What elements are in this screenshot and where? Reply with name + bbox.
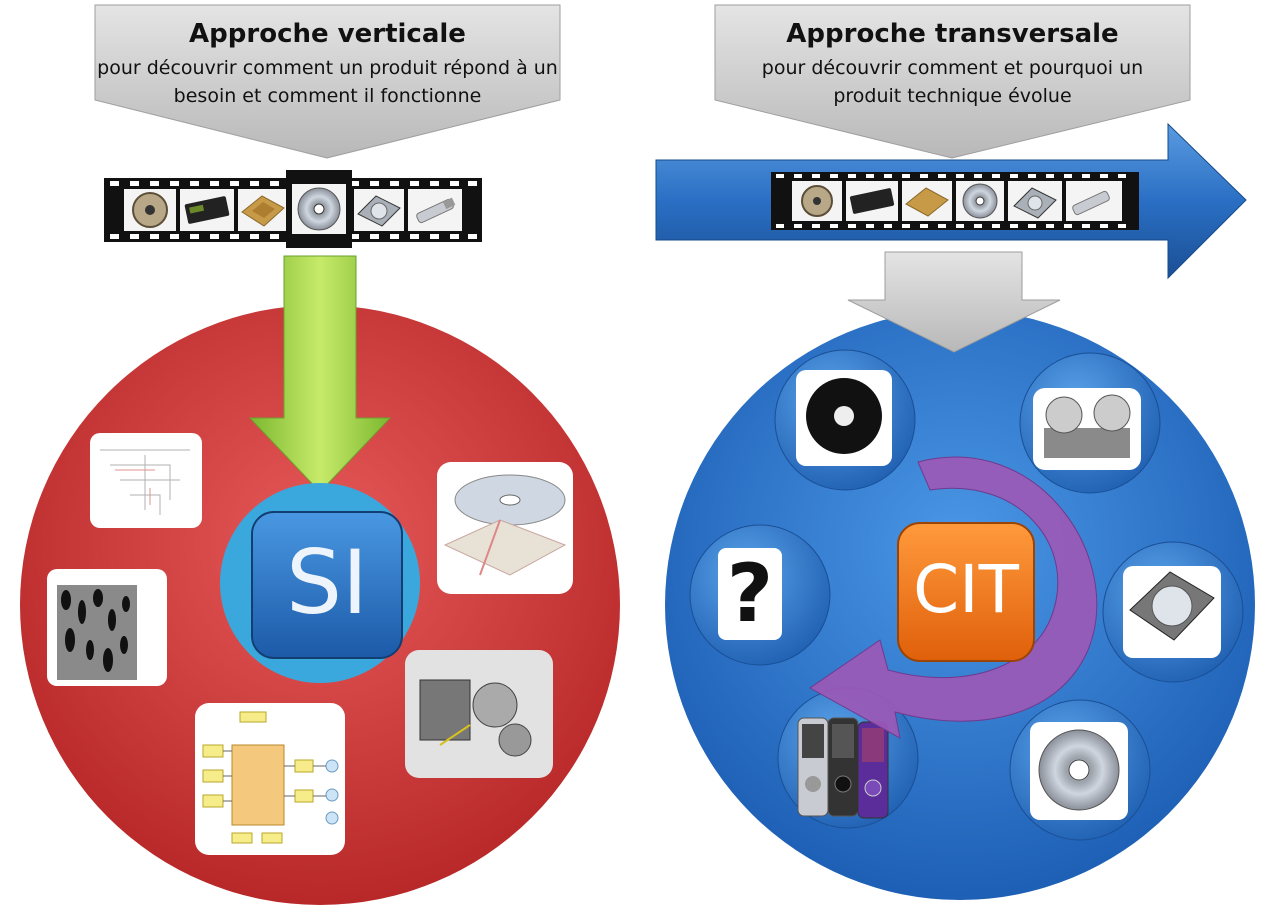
left-panel (20, 4, 620, 905)
usb-stick-icon (1072, 190, 1110, 216)
memory-card-icon (184, 196, 230, 224)
left-filmstrip (104, 170, 482, 248)
right-subtitle-line2: produit technique évolue (833, 85, 1072, 107)
cd-disc-icon (962, 183, 998, 219)
cit-hub-tile (897, 522, 1035, 662)
right-filmstrip (771, 172, 1139, 230)
si-hub-tile (251, 511, 403, 659)
cit-label: CIT (913, 551, 1019, 628)
slot-question (689, 524, 831, 666)
grey-down-arrow (847, 251, 1061, 353)
thumbnail-disc-mechanism (437, 462, 573, 594)
left-subtitle-line1: pour découvrir comment un produit répond… (97, 57, 558, 79)
slot-dvd (1009, 699, 1151, 841)
right-title: Approche transversale (786, 19, 1119, 49)
green-down-arrow (248, 255, 392, 493)
tape-reel-icon (132, 192, 168, 228)
left-title: Approche verticale (189, 19, 466, 49)
left-banner: Approche verticale pour découvrir commen… (95, 18, 560, 110)
thumbnail-block-diagram (195, 703, 345, 855)
cd-disc-icon (297, 187, 341, 231)
si-label: SI (286, 531, 368, 634)
thumbnail-stepper-motor (405, 650, 553, 778)
usb-stick-icon (416, 197, 456, 224)
memory-card-icon (849, 188, 895, 214)
slot-vinyl-record (774, 349, 916, 491)
processor-chip-icon (905, 187, 949, 217)
hard-drive-icon (1013, 187, 1057, 219)
right-panel (655, 4, 1255, 900)
hard-drive-icon (357, 195, 401, 227)
right-banner: Approche transversale pour découvrir com… (715, 18, 1190, 110)
question-mark-icon: ? (726, 547, 774, 640)
right-subtitle-line1: pour découvrir comment et pourquoi un (761, 57, 1144, 79)
cycle-arrow (809, 456, 1098, 739)
left-banner-shape (94, 4, 561, 159)
thumbnail-circuit-schematic (90, 433, 202, 528)
left-subtitle-line2: besoin et comment il fonctionne (173, 85, 482, 107)
processor-chip-icon (241, 195, 285, 227)
tape-reel-icon (801, 185, 833, 217)
slot-reel-to-reel (1019, 352, 1161, 494)
thumbnail-microscope-surface (47, 569, 167, 686)
slot-hard-drive (1102, 541, 1244, 683)
right-banner-shape (714, 4, 1191, 159)
